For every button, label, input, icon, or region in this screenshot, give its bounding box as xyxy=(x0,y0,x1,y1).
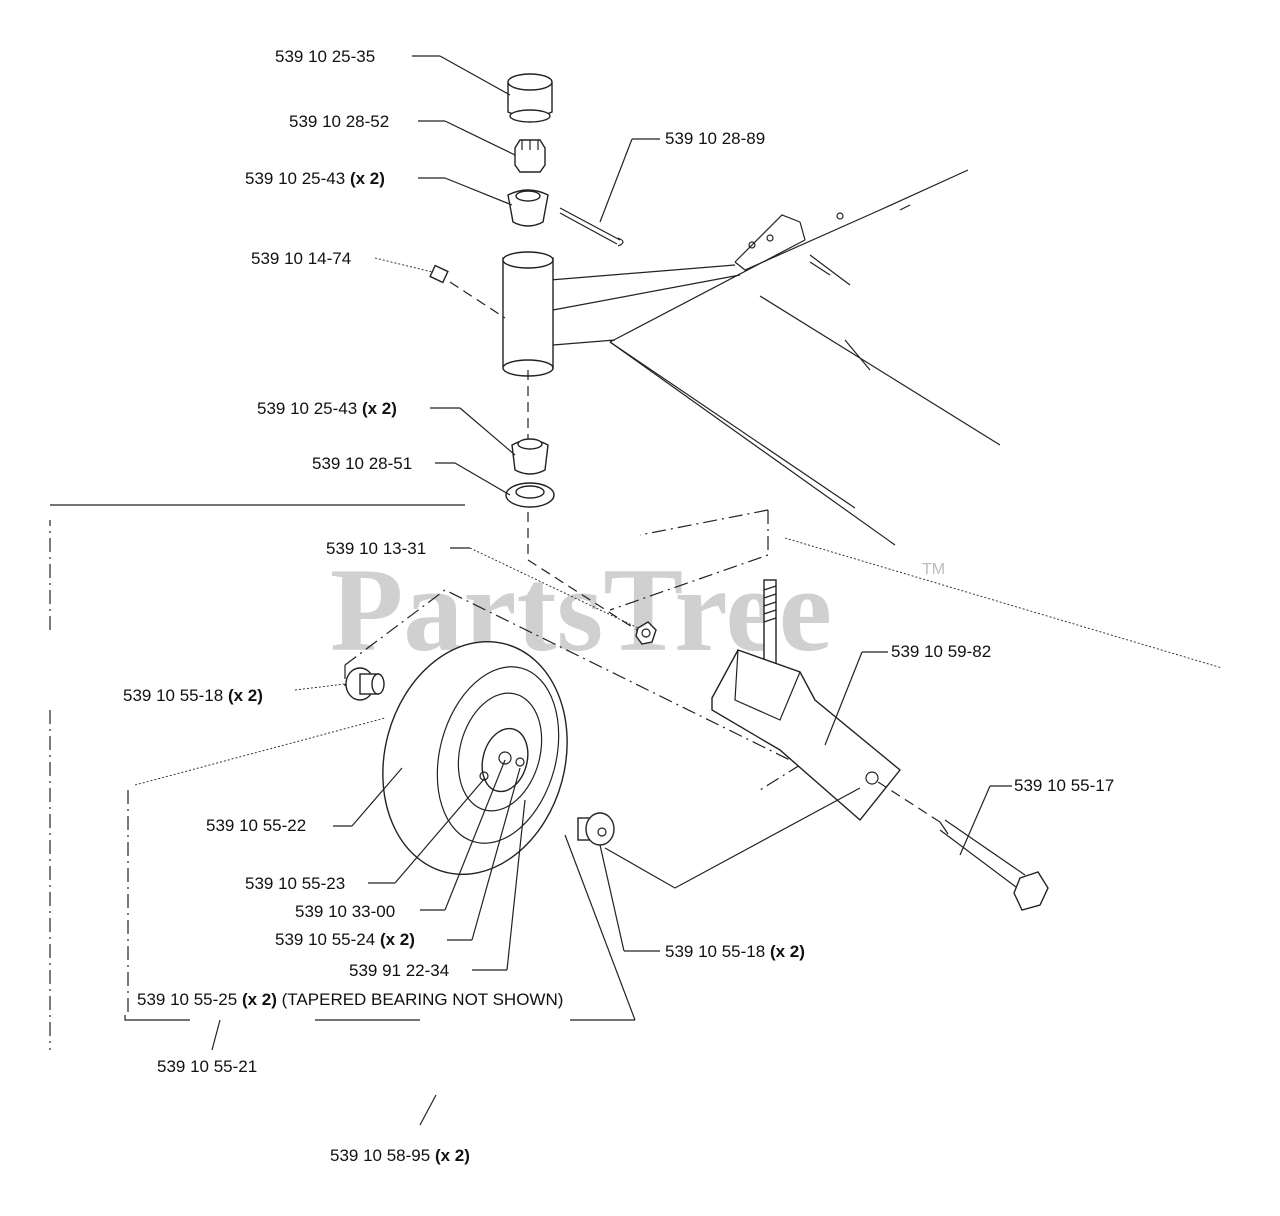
centerline-to-nut xyxy=(527,559,641,633)
hub-bracket-bottom-a xyxy=(124,1015,190,1021)
callout-539-10-55-17: 539 10 55-17 xyxy=(1014,776,1114,795)
frame-reference-line xyxy=(784,537,1223,669)
callout-539-10-28-51: 539 10 28-51 xyxy=(312,454,412,473)
caster-fork xyxy=(711,579,901,822)
callout-539-10-55-22: 539 10 55-22 xyxy=(206,816,306,835)
callout-539-10-28-89: 539 10 28-89 xyxy=(665,129,765,148)
wheel-outline xyxy=(344,589,802,791)
callout-539-10-25-43-lower: 539 10 25-43 (x 2) xyxy=(257,399,397,418)
dust-cap xyxy=(507,73,553,123)
axle-centerline xyxy=(877,781,941,823)
fork-outline-b xyxy=(639,509,769,536)
callout-539-10-13-31: 539 10 13-31 xyxy=(326,539,426,558)
deck-frame xyxy=(609,169,1001,546)
watermark-trademark: TM xyxy=(922,561,945,578)
lower-bearing-cone xyxy=(511,438,549,475)
callout-539-10-25-43-upper: 539 10 25-43 (x 2) xyxy=(245,169,385,188)
callout-539-10-58-95: 539 10 58-95 (x 2) xyxy=(330,1146,470,1165)
grease-fitting xyxy=(429,264,506,319)
upper-bearing-cone xyxy=(507,189,549,227)
wheel-assembly xyxy=(382,640,568,876)
spacer-left xyxy=(345,667,385,701)
callout-539-10-33-00: 539 10 33-00 xyxy=(295,902,395,921)
axle-bolt xyxy=(939,819,1049,911)
callout-539-10-55-25: 539 10 55-25 (x 2) (TAPERED BEARING NOT … xyxy=(137,990,563,1009)
callout-539-91-22-34: 539 91 22-34 xyxy=(349,961,449,980)
callout-539-10-28-52: 539 10 28-52 xyxy=(289,112,389,131)
callout-539-10-55-21: 539 10 55-21 xyxy=(157,1057,257,1076)
fork-outline-a xyxy=(609,510,769,611)
axle-path xyxy=(604,787,861,889)
lock-nut xyxy=(635,621,657,645)
caster-pivot-tube xyxy=(502,251,741,377)
cotter-pin xyxy=(559,207,624,247)
spacer-right xyxy=(577,812,615,846)
callout-539-10-55-18-right: 539 10 55-18 (x 2) xyxy=(665,942,805,961)
callout-539-10-55-23: 539 10 55-23 xyxy=(245,874,345,893)
callout-539-10-55-24: 539 10 55-24 (x 2) xyxy=(275,930,415,949)
callout-539-10-25-35: 539 10 25-35 xyxy=(275,47,375,66)
bearing-race xyxy=(505,482,555,508)
leader-lines xyxy=(211,55,1012,1126)
callout-539-10-55-18-left: 539 10 55-18 (x 2) xyxy=(123,686,263,705)
callout-539-10-14-74: 539 10 14-74 xyxy=(251,249,351,268)
castle-nut xyxy=(514,139,546,173)
hub-reference-line xyxy=(134,717,386,786)
callout-539-10-59-82: 539 10 59-82 xyxy=(891,642,991,661)
